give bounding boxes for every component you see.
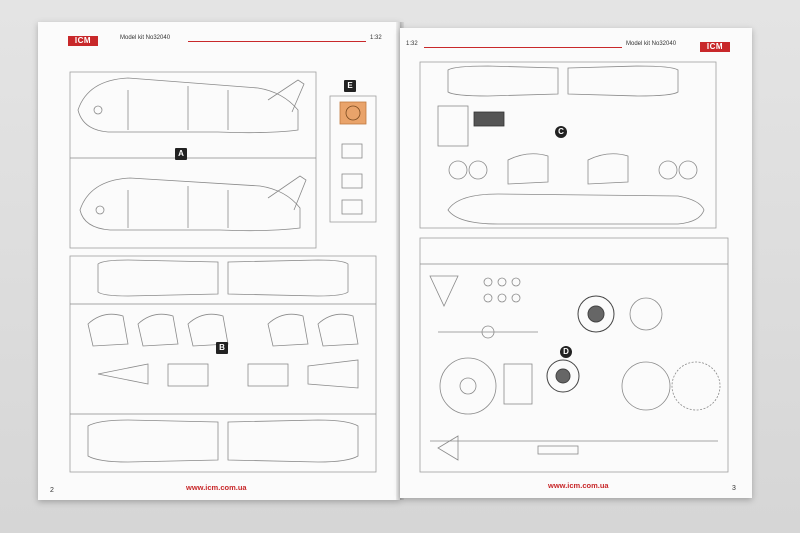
sprue-b-drawing	[69, 255, 377, 473]
website-url-right: www.icm.com.ua	[548, 481, 609, 490]
sprue-a-drawing	[69, 71, 317, 249]
scale-label: 1:32	[370, 35, 382, 41]
sprue-label-b: B	[216, 342, 228, 354]
page-number-right: 3	[732, 485, 736, 492]
header-rule-right	[424, 47, 622, 48]
sprue-d-drawing	[419, 237, 729, 473]
sprue-label-a: A	[175, 148, 187, 160]
icm-logo-right: ICM	[700, 42, 730, 52]
sprue-c-drawing	[419, 61, 717, 229]
header-rule	[188, 41, 366, 42]
icm-logo: ICM	[68, 36, 98, 46]
sprue-e-drawing	[329, 95, 377, 223]
model-kit-label-right: Model kit No32040	[626, 41, 677, 47]
website-url-left: www.icm.com.ua	[186, 483, 247, 492]
instruction-page-right: 1:32 Model kit No32040 ICM C	[400, 28, 752, 498]
model-kit-label: Model kit No32040	[120, 35, 171, 41]
sprue-label-d: D	[560, 346, 572, 358]
sprue-label-e: E	[344, 80, 356, 92]
sprue-label-c: C	[555, 126, 567, 138]
scale-label-right: 1:32	[406, 41, 418, 47]
instruction-page-left: ICM Model kit No32040 1:32 A	[38, 22, 400, 500]
page-number-left: 2	[50, 487, 54, 494]
